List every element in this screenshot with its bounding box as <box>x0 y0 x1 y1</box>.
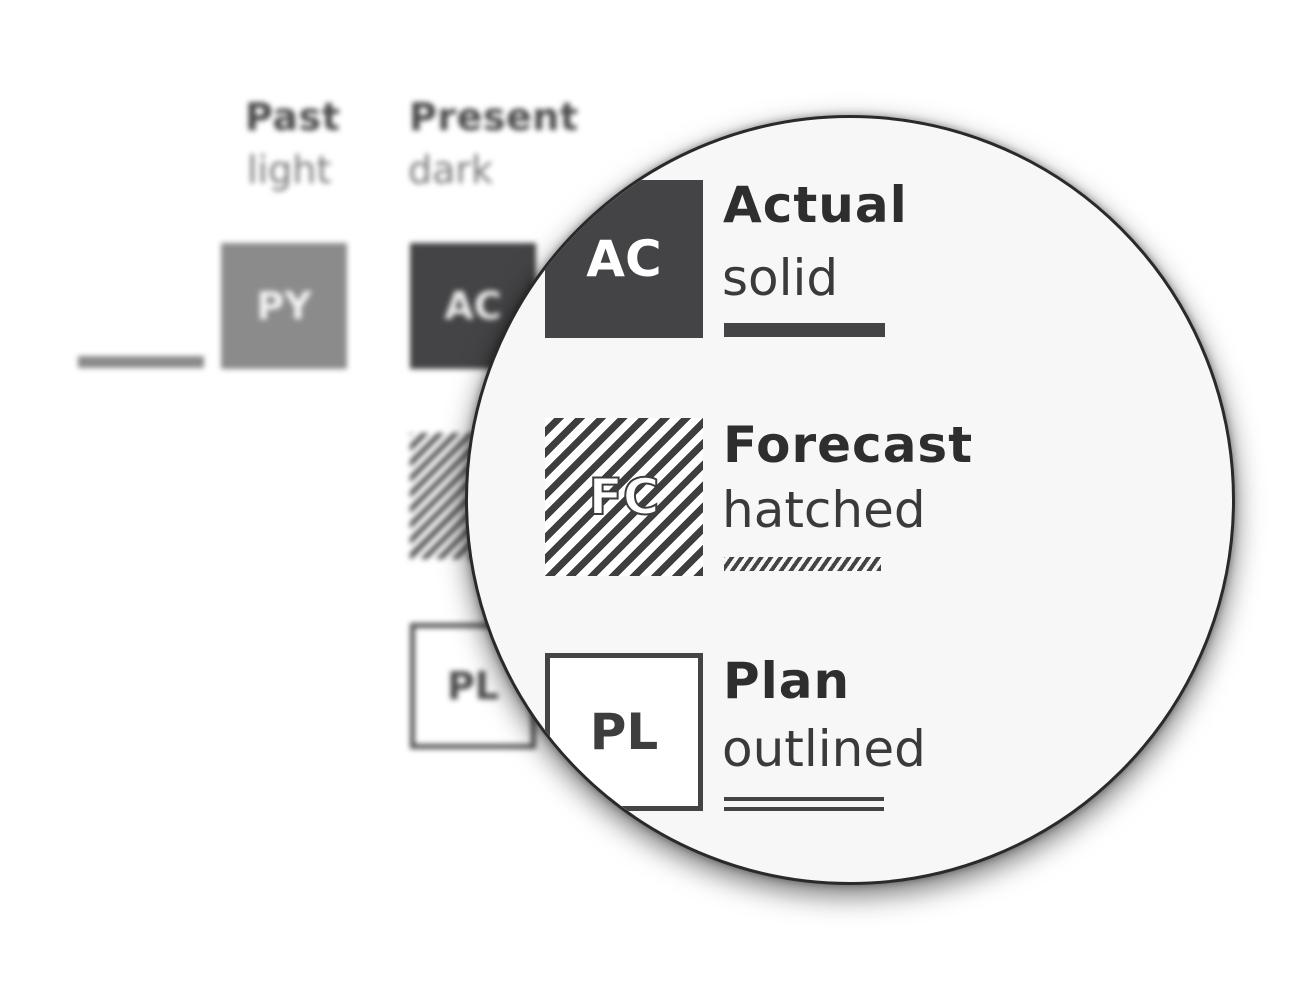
previous-year-box: PY <box>221 243 347 369</box>
previous-year-code: PY <box>256 284 312 328</box>
magnified-legend: AC Actual solid FC Forecast hatched PL P… <box>468 118 1232 882</box>
plan-code-background: PL <box>446 664 500 708</box>
hatched-line-swatch <box>724 557 881 571</box>
actual-code: AC <box>586 230 662 288</box>
forecast-title: Forecast <box>723 416 974 474</box>
actual-box-background: AC <box>410 243 536 369</box>
solid-line-swatch <box>724 323 885 337</box>
past-header: Past <box>245 95 341 139</box>
previous-year-line-swatch <box>78 356 204 368</box>
outlined-line-swatch <box>724 797 884 811</box>
actual-title: Actual <box>723 176 908 234</box>
actual-style-label: solid <box>722 249 839 307</box>
present-shade-label: dark <box>408 148 494 192</box>
magnifier-lens: AC Actual solid FC Forecast hatched PL P… <box>465 115 1235 885</box>
forecast-box: FC <box>545 418 703 576</box>
actual-box: AC <box>545 180 703 338</box>
plan-box: PL <box>545 653 703 811</box>
plan-code: PL <box>589 703 659 761</box>
actual-code-background: AC <box>444 284 502 328</box>
present-header: Present <box>409 95 579 139</box>
forecast-code: FC <box>588 467 661 527</box>
forecast-style-label: hatched <box>722 481 926 539</box>
plan-style-label: outlined <box>722 720 926 778</box>
plan-title: Plan <box>723 652 851 710</box>
past-shade-label: light <box>247 148 332 192</box>
